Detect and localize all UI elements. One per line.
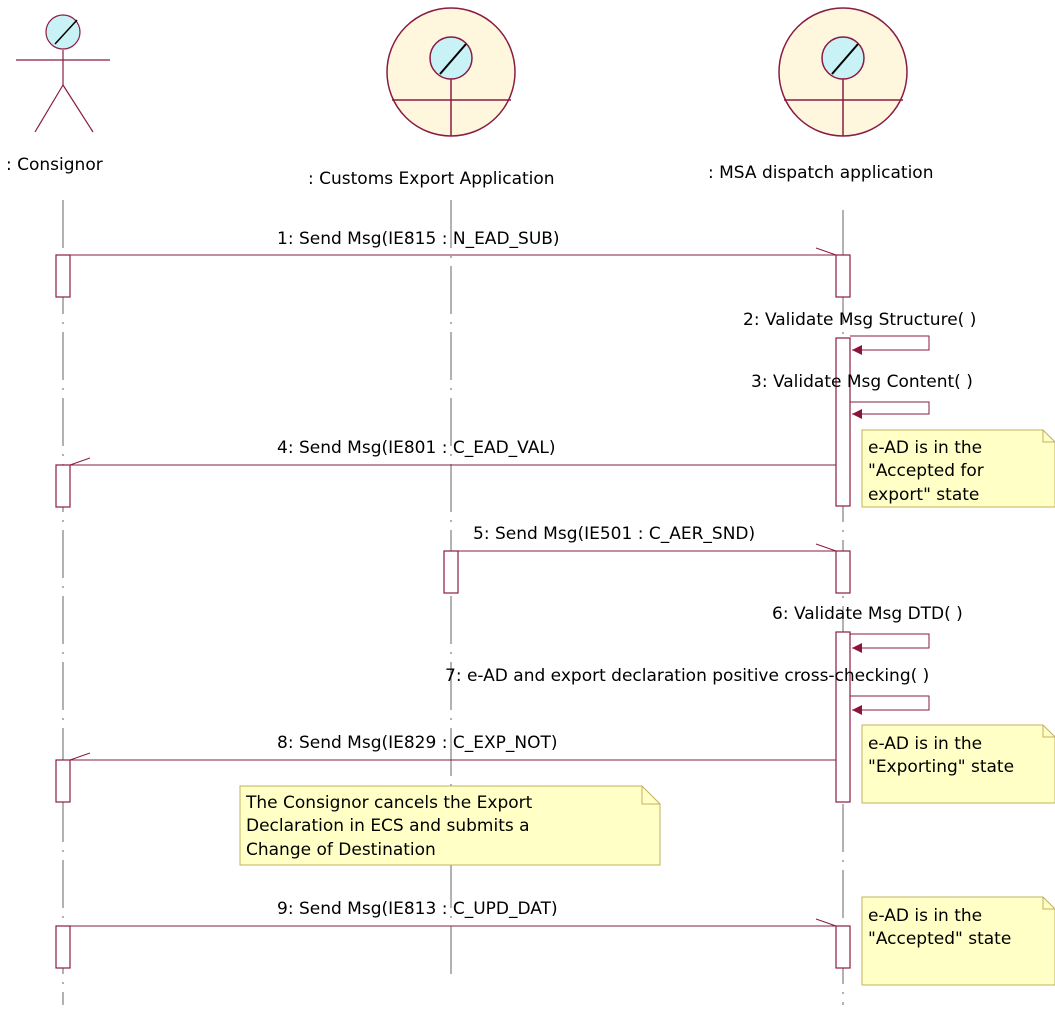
note-1-line-3: export" state	[868, 485, 979, 505]
note-1-line-2: "Accepted for	[868, 461, 984, 481]
activation-msa-4	[835, 631, 851, 803]
activation-consignor-4	[55, 925, 71, 969]
message-4-arrow	[69, 457, 836, 466]
message-6-arrow	[850, 633, 930, 653]
note-3-line-1: The Consignor cancels the Export	[245, 793, 533, 813]
message-2-arrow	[850, 335, 930, 355]
activation-consignor-3	[55, 759, 71, 803]
message-1-arrow	[70, 247, 837, 256]
msa-boundary-icon[interactable]	[778, 7, 908, 137]
note-exporting[interactable]: e-AD is in the "Exporting" state	[861, 724, 1055, 804]
note-change-of-destination[interactable]: The Consignor cancels the Export Declara…	[239, 785, 661, 866]
consignor-actor-icon[interactable]	[16, 14, 110, 133]
message-7-label: 7: e-AD and export declaration positive …	[445, 666, 929, 686]
note-3-line-2: Declaration in ECS and submits a	[246, 816, 530, 836]
message-1-label: 1: Send Msg(IE815 : N_EAD_SUB)	[277, 229, 560, 249]
note-accepted[interactable]: e-AD is in the "Accepted" state	[861, 896, 1055, 986]
note-accepted-for-export[interactable]: e-AD is in the "Accepted for export" sta…	[861, 429, 1055, 508]
activation-msa-5	[835, 925, 851, 969]
message-9-arrow	[70, 918, 837, 927]
msa-label: : MSA dispatch application	[708, 163, 933, 183]
message-5-label: 5: Send Msg(IE501 : C_AER_SND)	[473, 524, 755, 544]
activation-msa-2	[835, 337, 851, 507]
message-6-label: 6: Validate Msg DTD( )	[772, 604, 963, 624]
message-4-label: 4: Send Msg(IE801 : C_EAD_VAL)	[277, 438, 555, 458]
note-1-line-1: e-AD is in the	[868, 438, 982, 458]
note-2-line-1: e-AD is in the	[868, 734, 982, 754]
message-3-label: 3: Validate Msg Content( )	[751, 372, 973, 392]
message-3-arrow	[850, 401, 930, 419]
note-4-line-2: "Accepted" state	[868, 929, 1011, 949]
message-8-arrow	[69, 752, 836, 761]
activation-consignor-1	[55, 254, 71, 298]
consignor-label: : Consignor	[6, 155, 103, 175]
customs-label: : Customs Export Application	[308, 169, 555, 189]
message-2-label: 2: Validate Msg Structure( )	[743, 310, 976, 330]
activation-customs-1	[443, 550, 459, 594]
message-9-label: 9: Send Msg(IE813 : C_UPD_DAT)	[277, 899, 558, 919]
message-5-arrow	[458, 543, 837, 552]
note-4-line-1: e-AD is in the	[868, 906, 982, 926]
note-3-line-3: Change of Destination	[246, 840, 436, 860]
activation-msa-1	[835, 254, 851, 298]
note-2-line-2: "Exporting" state	[868, 757, 1014, 777]
activation-consignor-2	[55, 464, 71, 508]
customs-boundary-icon[interactable]	[386, 7, 516, 137]
message-8-label: 8: Send Msg(IE829 : C_EXP_NOT)	[277, 733, 557, 753]
activation-msa-3	[835, 550, 851, 594]
message-7-arrow	[850, 695, 930, 715]
